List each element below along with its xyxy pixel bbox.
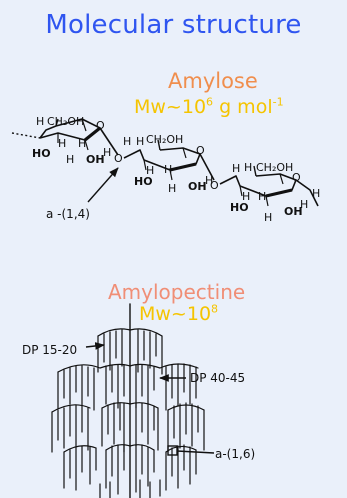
amylose-molecular-weight: Mw~106 g mol-1 — [134, 95, 284, 118]
glucose-ring-3: H H CH₂OH O H H H HO H OH H — [219, 161, 320, 224]
atom-h: H — [205, 174, 213, 187]
dp-short-arrow — [85, 342, 105, 350]
atom-h: H — [58, 137, 66, 150]
atom-h: H — [78, 137, 86, 150]
atom-h: H — [264, 211, 272, 224]
amylopectine-molecular-weight: Mw~108 — [139, 302, 219, 325]
atom-h: H — [242, 190, 250, 203]
atom-h: H — [36, 115, 44, 128]
atom-h: H — [136, 135, 144, 148]
atom-oh: OH — [86, 153, 105, 166]
atom-oh: OH — [284, 205, 303, 218]
atom-o: O — [196, 144, 205, 157]
atom-ho: HO — [230, 201, 249, 214]
glucose-ring-1: H CH₂OH O H H HO H OH H — [32, 115, 119, 166]
atom-h: H — [300, 198, 308, 211]
atom-h: H — [123, 135, 131, 148]
amylose-name: Amylose — [168, 69, 258, 93]
atom-ch2oh: CH₂OH — [47, 115, 84, 128]
atom-ch2oh: CH₂OH — [256, 161, 293, 174]
atom-o: O — [96, 119, 105, 132]
amylopectine-mw-prefix: Mw~10 — [139, 303, 212, 325]
atom-h: H — [258, 190, 266, 203]
chain-continuation-left — [11, 132, 41, 139]
glucose-ring-2: H H CH₂OH O H H HO H OH H — [123, 133, 215, 195]
atom-h: H — [103, 146, 111, 159]
atom-h: H — [232, 162, 240, 175]
linkage-arrow — [87, 167, 119, 203]
atom-ch2oh: CH₂OH — [146, 133, 183, 146]
dp-long-label: DP 40-45 — [190, 371, 245, 385]
amylose-mw-exponent: 6 — [206, 95, 214, 109]
amylose-linkage-label: a -(1,4) — [46, 207, 90, 221]
amylose-chain: H CH₂OH O H H HO H OH H O H — [11, 115, 320, 224]
atom-oh: OH — [188, 180, 207, 193]
atom-h: H — [312, 187, 320, 200]
amylopectine-linkage-label: a-(1,6) — [215, 447, 255, 461]
glycosidic-oxygen: O — [210, 179, 219, 192]
atom-h: H — [164, 163, 172, 176]
atom-ho: HO — [32, 147, 51, 160]
dp-short-label: DP 15-20 — [22, 343, 77, 357]
amylose-mw-prefix: Mw~10 — [134, 96, 207, 118]
amylopectine-name: Amylopectine — [108, 280, 246, 304]
amylopectine-tree — [51, 303, 205, 498]
branch-point-leader — [176, 450, 215, 454]
slide-title: Molecular structure — [45, 10, 302, 40]
amylose-mw-unit: g mol — [213, 96, 273, 118]
atom-o: O — [292, 171, 301, 184]
atom-ho: HO — [134, 175, 153, 188]
atom-h: H — [66, 153, 74, 166]
glycosidic-oxygen: O — [114, 152, 123, 165]
branch-point-marker — [167, 445, 178, 456]
amylose-mw-unit-exponent: -1 — [272, 95, 284, 109]
amylopectine-mw-exponent: 8 — [211, 302, 219, 316]
atom-h: H — [146, 164, 154, 177]
atom-h: H — [168, 182, 176, 195]
atom-h: H — [244, 161, 252, 174]
